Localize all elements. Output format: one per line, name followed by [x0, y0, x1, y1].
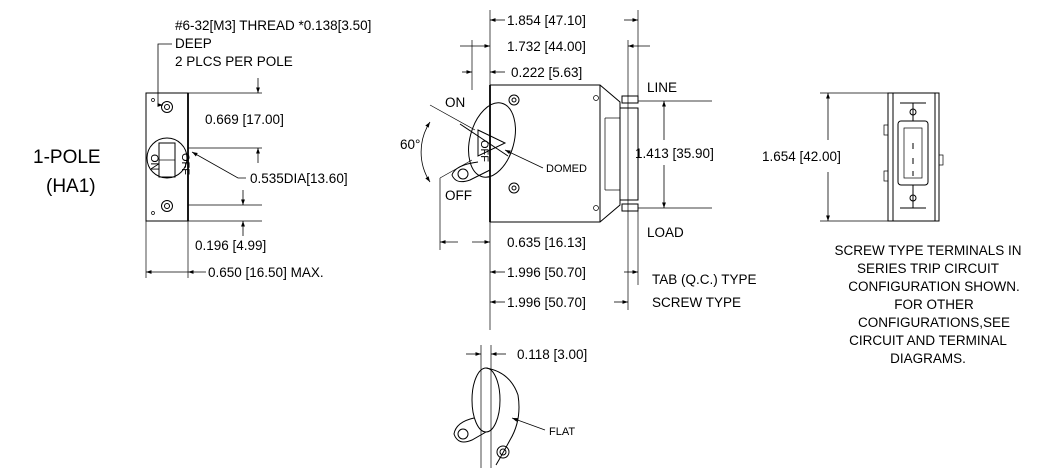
note-line-1: SCREW TYPE TERMINALS IN — [834, 243, 1021, 258]
rocker-triangle — [477, 129, 507, 157]
on-label: ON — [445, 95, 465, 110]
screw-type-label: SCREW TYPE — [652, 295, 741, 310]
dim-top-1: 1.854 [47.10] — [507, 13, 586, 28]
rocker-lever — [451, 161, 491, 183]
dim-top-2: 1.732 [44.00] — [507, 39, 586, 54]
dim-side-width: 0.650 [16.50] MAX. — [208, 265, 324, 280]
model-label: (HA1) — [46, 176, 96, 197]
front-hole-bottom — [508, 182, 520, 194]
note-line-3: CONFIGURATION SHOWN. — [848, 279, 1020, 294]
screw-hole-bottom — [161, 200, 173, 212]
flat-label: FLAT — [549, 426, 575, 438]
dim-top-3: 0.222 [5.63] — [511, 65, 582, 80]
svg-text:OFF: OFF — [478, 140, 490, 162]
line-label: LINE — [647, 80, 677, 95]
dim-end-height: 1.654 [42.00] — [762, 149, 841, 164]
detail-profile — [485, 367, 520, 466]
terminal-line — [621, 95, 639, 104]
dim-detail-thickness: 0.118 [3.00] — [517, 347, 587, 362]
detail-view: 0.118 [3.00] FLAT — [453, 345, 587, 468]
dim-side-height: 0.669 [17.00] — [205, 112, 284, 127]
dia-leader — [191, 151, 246, 179]
screw-hole-top — [161, 101, 173, 113]
rocker-oval — [468, 102, 516, 178]
end-view: 1.654 [42.00] SCREW TYPE TERMINALS IN SE… — [762, 92, 1022, 366]
side-view: 1-POLE (HA1) ON OFF #6-32[M3] THREAD *0.… — [33, 18, 371, 280]
dim-screw: 1.996 [50.70] — [507, 295, 586, 310]
dim-front-height: 1.413 [35.90] — [635, 146, 714, 161]
note-line-7: DIAGRAMS. — [890, 351, 966, 366]
load-label: LOAD — [647, 225, 684, 240]
dim-tab: 1.996 [50.70] — [507, 265, 586, 280]
thread-note-3: 2 PLCS PER POLE — [175, 54, 293, 69]
note-line-6: CIRCUIT AND TERMINAL — [849, 333, 1007, 348]
thread-leader — [157, 43, 172, 107]
off-label: OFF — [445, 188, 472, 203]
note-line-2: SERIES TRIP CIRCUIT — [857, 261, 999, 276]
tab-type-label: TAB (Q.C.) TYPE — [652, 272, 757, 287]
rocker-off-text: OFF — [179, 153, 191, 175]
note-line-4: FOR OTHER — [894, 297, 974, 312]
terminal-load — [621, 203, 639, 212]
front-hole-top — [508, 94, 520, 106]
angle-label: 60° — [400, 137, 420, 152]
dim-side-dia: 0.535DIA[13.60] — [250, 171, 348, 186]
thread-note-2: DEEP — [175, 36, 212, 51]
thread-note-1: #6-32[M3] THREAD *0.138[3.50] — [175, 18, 371, 33]
detail-rocker — [471, 367, 501, 433]
dim-front-offset: 0.635 [16.13] — [507, 235, 586, 250]
pole-label: 1-POLE — [33, 147, 101, 168]
domed-label: DOMED — [546, 163, 587, 175]
terminal-note: SCREW TYPE TERMINALS IN SERIES TRIP CIRC… — [834, 243, 1021, 366]
rocker-on-text: ON — [148, 154, 160, 171]
note-line-5: CONFIGURATIONS,SEE — [858, 315, 1010, 330]
angle-arc — [420, 121, 431, 183]
actuator-circle — [146, 137, 188, 179]
front-view: OFF 60° ON OFF DOMED 1.854 [47.10] 1.732… — [400, 10, 757, 330]
dim-side-offset: 0.196 [4.99] — [195, 238, 266, 253]
